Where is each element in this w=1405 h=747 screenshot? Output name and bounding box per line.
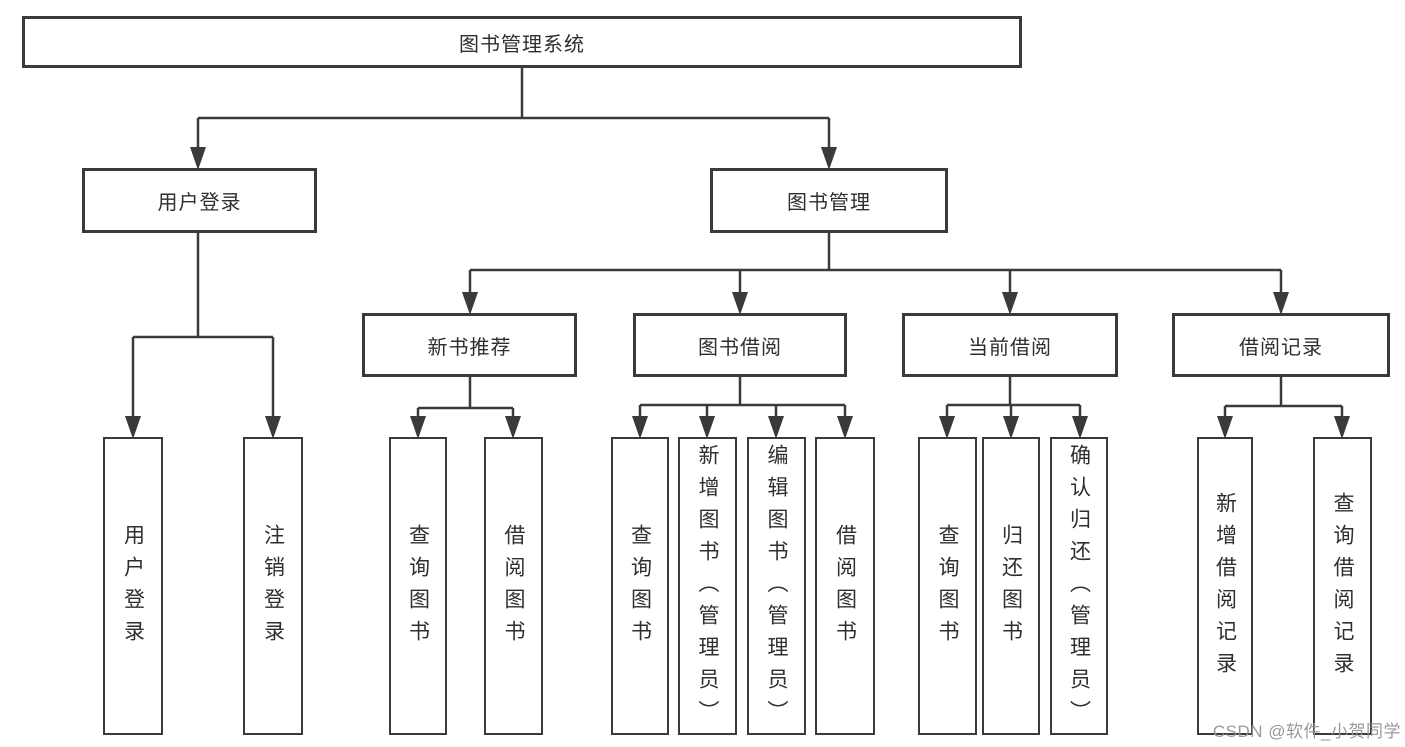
leaf-add-borrow-record: 新增借阅记录 (1197, 437, 1253, 735)
leaf-logout: 注销登录 (243, 437, 303, 735)
leaf-borrow-books-recommend: 借阅图书 (484, 437, 543, 735)
leaf-borrow-books-borrowing: 借阅图书 (815, 437, 875, 735)
leaf-user-login: 用户登录 (103, 437, 163, 735)
leaf-confirm-return-admin: 确认归还（管理员） (1050, 437, 1108, 735)
node-book-borrowing: 图书借阅 (633, 313, 847, 377)
node-borrowing-records: 借阅记录 (1172, 313, 1390, 377)
leaf-add-books-admin: 新增图书（管理员） (678, 437, 737, 735)
node-current-borrowing: 当前借阅 (902, 313, 1118, 377)
watermark: CSDN @软件_小贺同学 (1212, 722, 1401, 741)
leaf-query-borrow-record: 查询借阅记录 (1313, 437, 1372, 735)
leaf-query-books-current: 查询图书 (918, 437, 977, 735)
leaf-return-books: 归还图书 (982, 437, 1040, 735)
leaf-edit-books-admin: 编辑图书（管理员） (747, 437, 806, 735)
node-book-management: 图书管理 (710, 168, 948, 233)
node-new-book-recommend: 新书推荐 (362, 313, 577, 377)
node-user-login: 用户登录 (82, 168, 317, 233)
node-root: 图书管理系统 (22, 16, 1022, 68)
leaf-query-books-borrowing: 查询图书 (611, 437, 669, 735)
leaf-query-books-recommend: 查询图书 (389, 437, 447, 735)
